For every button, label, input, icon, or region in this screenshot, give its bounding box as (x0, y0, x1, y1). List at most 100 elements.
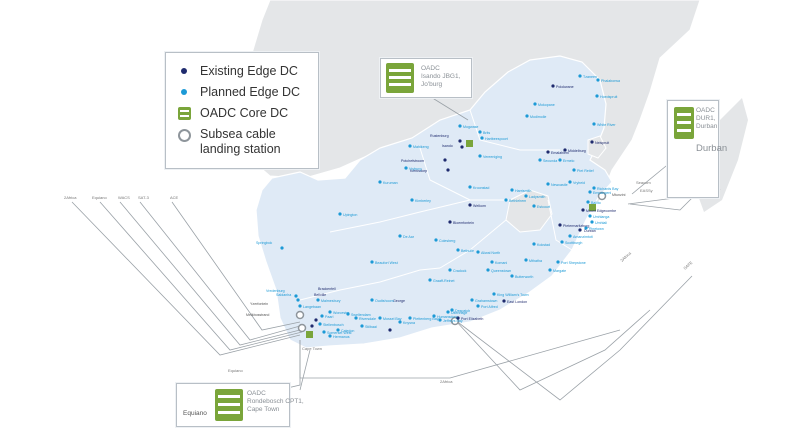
cable-sat3 (139, 201, 301, 341)
place-label-kroonstad: Kroonstad (473, 186, 489, 190)
cable-wacs (119, 201, 301, 346)
core-dc-durban (589, 204, 596, 211)
existing-dc-polokwane (551, 84, 555, 88)
planned-dc-brits (478, 130, 482, 134)
planned-dc-amanzimtoti (568, 234, 572, 238)
existing-dc-pietermaritzburg (558, 223, 562, 227)
lesotho (505, 189, 553, 233)
planned-dc-oudtshoorn (370, 298, 374, 302)
planned-dc-paarl (320, 314, 324, 318)
planned-dc-kimberley (410, 198, 414, 202)
planned-dc-knysna (398, 320, 402, 324)
existing-dc-rustenburg (458, 139, 462, 143)
place-label-mogwase: Mogwase (463, 125, 478, 129)
planned-dc-malmesbury (316, 298, 320, 302)
planned-dc-scottburgh (560, 240, 564, 244)
place-label-caledon: Caledon (341, 329, 354, 333)
planned-dc-stellenbosch (318, 322, 322, 326)
existing-dc-east-london (502, 299, 506, 303)
place-label-komani: Komani (495, 261, 507, 265)
place-label-riversdale: Riversdale (359, 317, 376, 321)
place-label-rustenburg: Rustenburg (430, 134, 449, 138)
planned-dc-caledon (336, 328, 340, 332)
server-icon (386, 63, 414, 93)
planned-dc-estcourt (532, 204, 536, 208)
place-label-newcastle: Newcastle (551, 183, 568, 187)
place-label-white-river: White River (597, 123, 616, 127)
planned-dc-somerset-west (322, 330, 326, 334)
planned-dc-port-shepstone (556, 260, 560, 264)
planned-dc-piet-retief (572, 168, 576, 172)
planned-dc-ballito (586, 200, 590, 204)
place-label-jeffreys-bay: Jeffreys Bay (443, 319, 463, 323)
planned-dc-upington (338, 212, 342, 216)
place-label-klerksdorp: Klerksdorp (410, 169, 427, 173)
place-label-mokopane: Mokopane (538, 103, 555, 107)
place-label-polokwane: Polokwane (556, 85, 574, 89)
place-label-ermelo: Ermelo (563, 159, 574, 163)
place-label-butterworth: Butterworth (515, 275, 533, 279)
place-label-saldanha: Saldanha (276, 293, 291, 297)
planned-dc-pinetown (584, 226, 588, 230)
south-africa-landmass (255, 55, 613, 349)
legend-core: OADC Core DC (176, 105, 288, 121)
core-dc-cape-town (306, 331, 313, 338)
callout-cape-town: OADC Rondebosch CPT1, Cape Town Equiano (176, 383, 304, 427)
place-label-cradock: Cradock (453, 269, 467, 273)
place-label-potchefstroom: Potchefstroom (401, 159, 424, 163)
planned-dc-harrismith (510, 188, 514, 192)
callout-cape-cable: Equiano (183, 410, 207, 417)
place-label-estcourt: Estcourt (537, 205, 550, 209)
planned-dc-hoedspruit (595, 94, 599, 98)
place-label-hartbeespoort: Hartbeespoort (485, 137, 508, 141)
cable-label-eassy: EASSy (640, 188, 653, 193)
place-label-welkom: Welkom (473, 204, 486, 208)
place-label-pietermaritzburg: Pietermaritzburg (563, 224, 589, 228)
place-label-isando: Isando (442, 144, 453, 148)
place-label-piet-retief: Piet Retief (577, 169, 594, 173)
legend-planned: Planned Edge DC (176, 84, 300, 100)
place-label-worcester: Worcester (333, 311, 350, 315)
place-label-king-william-s-town: King William's Town (497, 293, 529, 297)
landing-station-mtunzini (597, 191, 607, 201)
place-label-pinetown: Pinetown (589, 227, 604, 231)
place-label-kuruman: Kuruman (383, 181, 398, 185)
planned-dc-graaff-reinet (428, 278, 432, 282)
cable-joburg-callout (425, 93, 469, 121)
legend-existing: Existing Edge DC (176, 63, 298, 79)
place-label-springbok: Springbok (256, 241, 272, 245)
callout-durban-title: Durban (696, 143, 728, 154)
place-label-nelspruit: Nelspruit (595, 141, 609, 145)
subsea-cables (71, 93, 721, 406)
cable-equiano-west (99, 201, 303, 351)
place-label-port-alfred: Port Alfred (481, 305, 498, 309)
planned-dc-umhlali (590, 220, 594, 224)
cable-label-sat-3: SAT-3 (138, 195, 150, 200)
port-label-melkbosstrand: Melkbosstrand (246, 313, 269, 317)
planned-dc-swellendam (346, 312, 350, 316)
place-label-aliwal-north: Aliwal North (481, 251, 500, 255)
planned-dc-grahamstown (470, 298, 474, 302)
planned-dc-despatch (450, 308, 454, 312)
existing-dc-welkom (468, 203, 472, 207)
core-dc-icon (177, 106, 191, 120)
planned-dc-uitenhage (446, 310, 450, 314)
place-label-swellendam: Swellendam (351, 313, 371, 317)
place-label-ladysmith: Ladysmith (529, 195, 545, 199)
planned-dc-jeffreys-bay (438, 318, 442, 322)
planned-dc-bethulie (456, 248, 460, 252)
existing-dc-middelburg (563, 148, 567, 152)
place-label-empangeni: Empangeni (593, 191, 611, 195)
legend-existing-label: Existing Edge DC (200, 64, 298, 78)
place-label-scottburgh: Scottburgh (565, 241, 582, 245)
landing-station-yzerfontein (295, 310, 305, 320)
place-label-humansdorp: Humansdorp (437, 315, 458, 319)
place-label-de-aar: De Aar (403, 235, 415, 239)
planned-dc-mahikeng (408, 144, 412, 148)
planned-dc-stilbaai (360, 324, 364, 328)
callout-joburg: OADC Isando JBG1, Jo'burg (380, 58, 472, 98)
planned-dc-king-william-s-town (492, 292, 496, 296)
place-label-harrismith: Harrismith (515, 189, 531, 193)
existing-dc-emalahleni (546, 150, 550, 154)
planned-dc-aliwal-north (476, 250, 480, 254)
